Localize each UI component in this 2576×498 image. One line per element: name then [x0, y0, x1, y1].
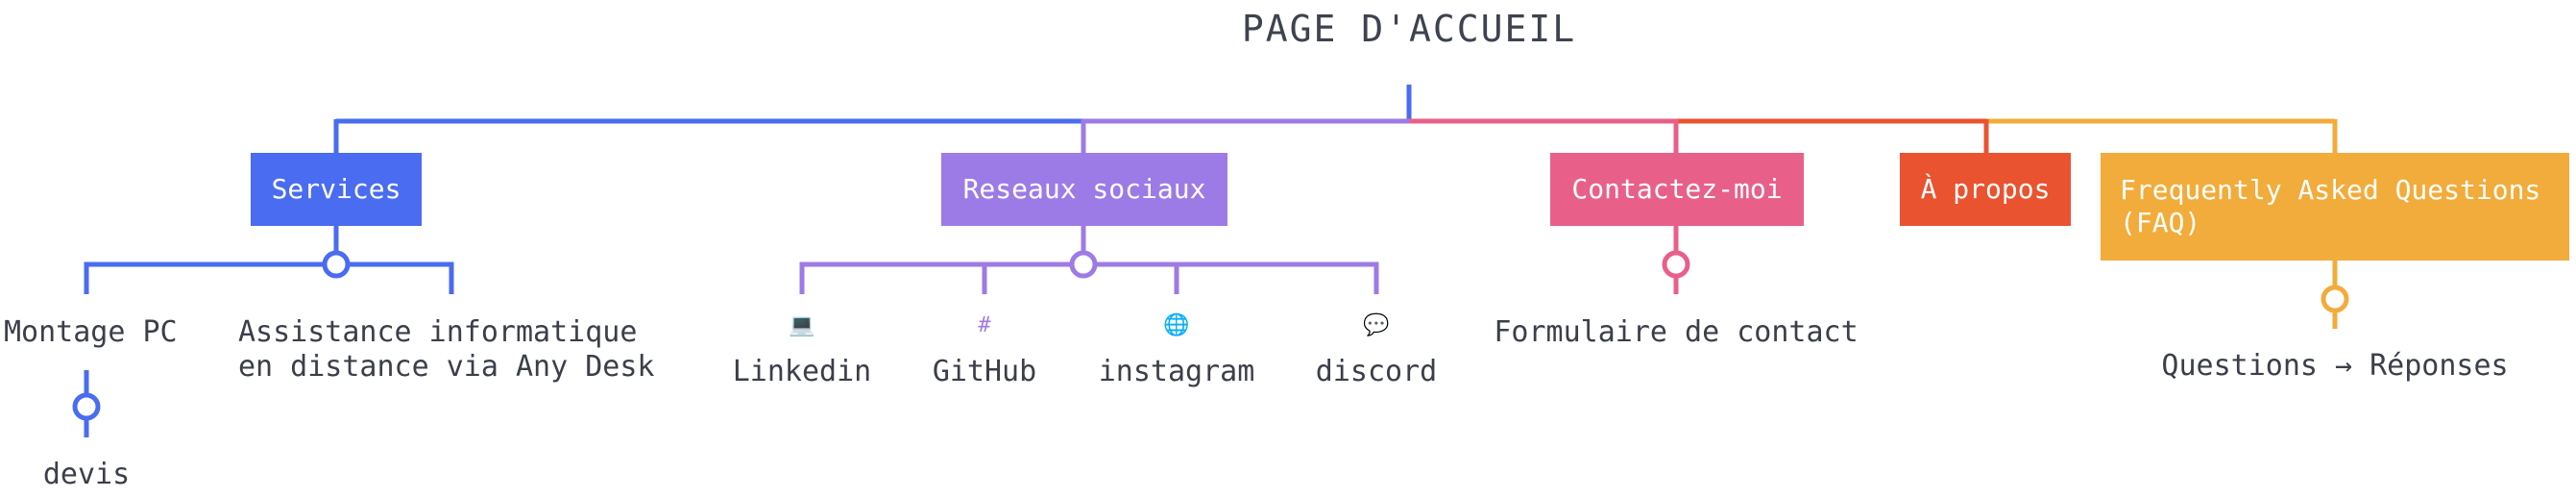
laptop-icon: 💻 — [789, 313, 815, 337]
reseaux-node — [1069, 250, 1098, 279]
services-branch — [84, 261, 454, 294]
contact-node — [1662, 250, 1690, 279]
contact-label: Contactez-moi — [1571, 173, 1783, 205]
contact-box[interactable]: Contactez-moi — [1550, 153, 1804, 226]
leaf-questions-reponses[interactable]: Questions → Réponses — [2161, 349, 2509, 383]
leaf-github[interactable]: GitHub — [932, 355, 1037, 388]
leaf-instagram[interactable]: instagram — [1098, 355, 1255, 388]
globe-icon: 🌐 — [1163, 313, 1190, 337]
leaf-montage-pc[interactable]: Montage PC — [4, 315, 178, 349]
faq-label: Frequently Asked Questions (FAQ) — [2120, 174, 2541, 238]
apropos-box[interactable]: À propos — [1900, 153, 2071, 226]
reseaux-box[interactable]: Reseaux sociaux — [941, 153, 1227, 226]
leaf-assistance[interactable]: Assistance informatique en distance via … — [238, 315, 655, 384]
faq-node — [2321, 285, 2349, 313]
hash-icon: # — [978, 313, 991, 337]
services-label: Services — [271, 173, 401, 205]
services-node — [322, 250, 351, 279]
leaf-linkedin[interactable]: Linkedin — [732, 355, 872, 388]
page-title: PAGE D'ACCUEIL — [1241, 8, 1577, 50]
faq-box[interactable]: Frequently Asked Questions (FAQ) — [2101, 153, 2569, 261]
services-box[interactable]: Services — [251, 153, 422, 226]
apropos-label: À propos — [1920, 173, 2051, 205]
montage-node — [72, 392, 101, 421]
leaf-discord[interactable]: discord — [1315, 355, 1438, 388]
leaf-formulaire[interactable]: Formulaire de contact — [1494, 315, 1859, 349]
leaf-devis[interactable]: devis — [42, 458, 131, 491]
reseaux-label: Reseaux sociaux — [962, 173, 1206, 205]
chat-icon: 💬 — [1363, 313, 1390, 337]
